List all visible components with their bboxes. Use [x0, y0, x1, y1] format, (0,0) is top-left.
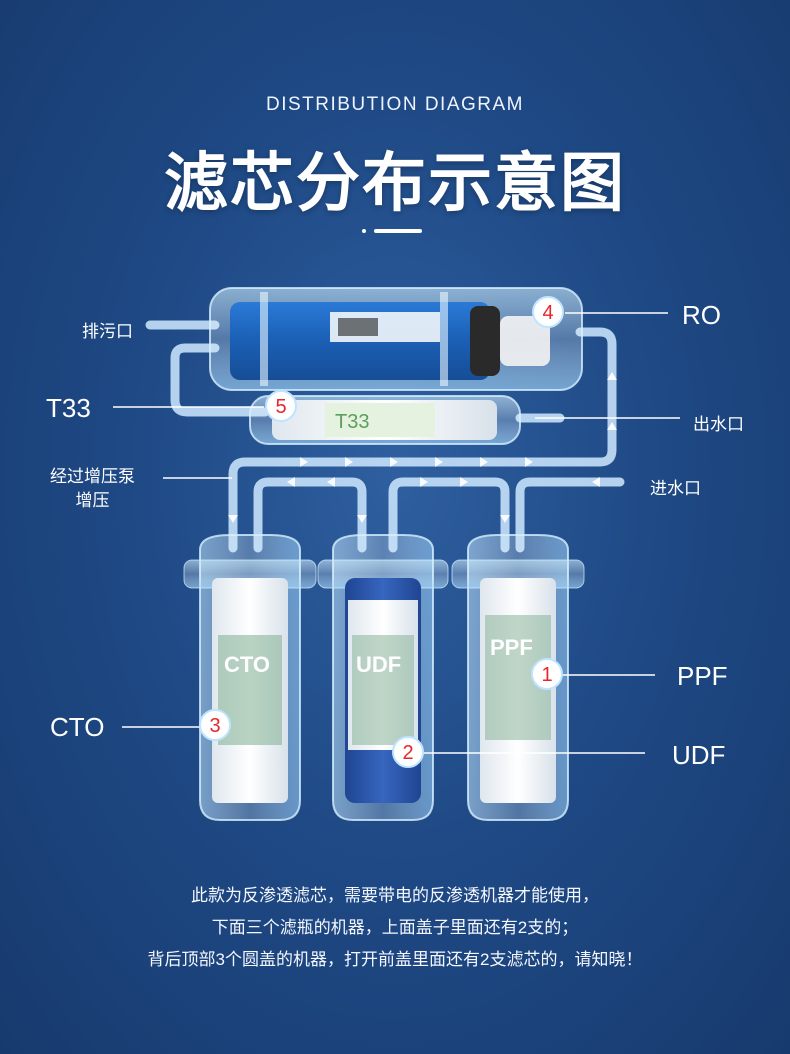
svg-text:5: 5 — [275, 396, 286, 418]
badge-5: 5 — [265, 390, 297, 422]
t33-filter: T33 — [249, 395, 521, 445]
water-tubes — [145, 320, 625, 553]
flow-arrows — [228, 372, 617, 523]
description-line-3: 背后顶部3个圆盖的机器，打开前盖里面还有2支滤芯的，请知晓！ — [147, 950, 643, 969]
title-divider — [362, 228, 432, 234]
label-ro: RO — [682, 300, 721, 330]
svg-text:PPF: PPF — [490, 635, 533, 660]
svg-text:3: 3 — [209, 715, 220, 737]
svg-text:CTO: CTO — [224, 652, 270, 677]
label-udf: UDF — [672, 740, 726, 770]
label-pump-line2: 增压 — [75, 491, 110, 510]
svg-text:1: 1 — [541, 664, 552, 686]
badge-2: 2 — [392, 736, 424, 768]
label-pump-line1: 经过增压泵 — [50, 467, 135, 486]
label-t33: T33 — [46, 393, 91, 423]
udf-bottle: UDF — [317, 534, 449, 821]
svg-text:2: 2 — [402, 742, 413, 764]
ro-membrane-housing — [209, 287, 583, 391]
cto-bottle: CTO — [183, 534, 317, 821]
label-cto: CTO — [50, 712, 105, 742]
description-line-2: 下面三个滤瓶的机器，上面盖子里面还有2支的； — [211, 918, 579, 937]
ppf-bottle: PPF — [451, 534, 585, 821]
label-outlet: 出水口 — [693, 415, 744, 434]
svg-text:UDF: UDF — [356, 652, 401, 677]
label-pump: 经过增压泵 增压 — [50, 465, 135, 513]
page-title: 滤芯分布示意图 — [164, 147, 626, 221]
badge-4: 4 — [532, 296, 564, 328]
description-line-1: 此款为反渗透滤芯，需要带电的反渗透机器才能使用， — [191, 886, 599, 905]
label-drain: 排污口 — [82, 322, 133, 341]
badge-1: 1 — [531, 658, 563, 690]
svg-text:T33: T33 — [335, 411, 369, 433]
leader-lines — [113, 312, 680, 754]
label-ppf: PPF — [677, 661, 728, 691]
label-inlet: 进水口 — [650, 479, 701, 498]
description-text: 此款为反渗透滤芯，需要带电的反渗透机器才能使用， 下面三个滤瓶的机器，上面盖子里… — [0, 880, 790, 976]
badge-3: 3 — [199, 709, 231, 741]
page-subtitle: DISTRIBUTION DIAGRAM — [265, 94, 524, 115]
svg-text:4: 4 — [542, 302, 553, 324]
